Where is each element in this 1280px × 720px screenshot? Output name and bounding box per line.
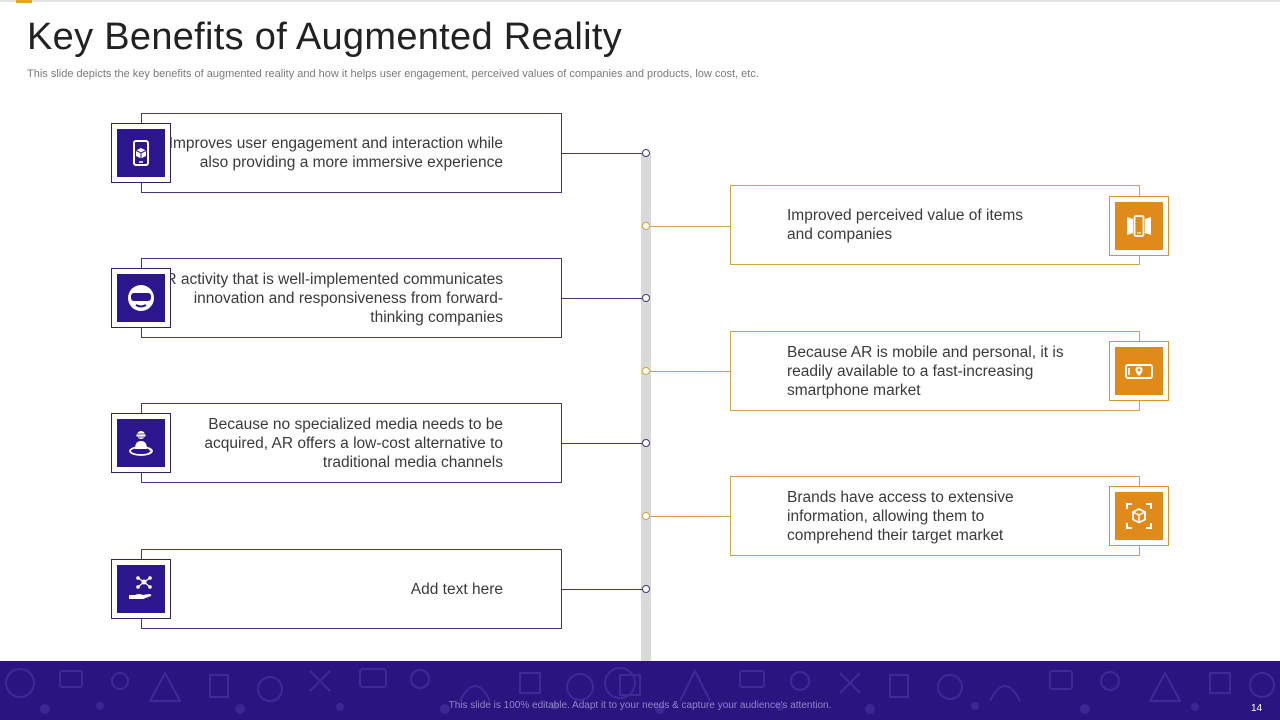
benefit-text: Improved perceived value of items and co… — [787, 207, 1024, 243]
connector-left-4 — [562, 589, 642, 590]
benefit-card-right-3[interactable]: Brands have access to extensive informat… — [730, 476, 1140, 556]
benefit-text: Improves user engagement and interaction… — [168, 135, 503, 171]
phone-location-icon — [1125, 364, 1153, 379]
timeline-dot-5 — [642, 439, 650, 447]
benefit-icon-box-left-4 — [111, 559, 171, 619]
hand-network-icon — [129, 576, 152, 599]
connector-right-3 — [650, 516, 730, 517]
page-number: 14 — [1251, 703, 1263, 714]
timeline-dot-2 — [642, 222, 650, 230]
benefit-icon-box-right-3 — [1109, 486, 1169, 546]
footer-note: This slide is 100% editable. Adapt it to… — [448, 700, 832, 711]
top-border-line — [0, 0, 1280, 2]
timeline-dot-7 — [642, 585, 650, 593]
benefit-icon-box-left-2 — [111, 268, 171, 328]
vr-headset-icon — [128, 285, 154, 311]
connector-right-2 — [650, 371, 730, 372]
benefit-text: Because AR is mobile and personal, it is… — [787, 343, 1064, 399]
timeline-dot-6 — [642, 512, 650, 520]
benefit-card-left-3[interactable]: Because no specialized media needs to be… — [141, 403, 562, 483]
benefit-icon-box-left-3 — [111, 413, 171, 473]
top-accent-bar — [16, 0, 32, 3]
benefit-icon-box-right-1 — [1109, 196, 1169, 256]
footer-band — [0, 661, 1280, 720]
benefit-text: Brands have access to extensive informat… — [787, 488, 1014, 544]
benefit-text: Add text here — [410, 580, 503, 598]
panorama-phone-icon — [1127, 215, 1151, 237]
benefit-icon-box-right-2 — [1109, 341, 1169, 401]
connector-right-1 — [650, 226, 730, 227]
benefit-icon-box-left-1 — [111, 123, 171, 183]
slide-subtitle: This slide depicts the key benefits of a… — [27, 68, 759, 80]
benefit-card-left-1[interactable]: Improves user engagement and interaction… — [141, 113, 562, 193]
ar-cube-icon — [1126, 503, 1152, 529]
slide-title: Key Benefits of Augmented Reality — [27, 16, 623, 58]
mobile-cube-icon — [133, 140, 149, 166]
benefit-card-right-2[interactable]: Because AR is mobile and personal, it is… — [730, 331, 1140, 411]
benefit-card-left-4[interactable]: Add text here — [141, 549, 562, 629]
timeline-spine — [641, 153, 651, 663]
timeline-dot-3 — [642, 294, 650, 302]
benefit-text: Because no specialized media needs to be… — [204, 415, 503, 471]
vr-user-icon — [129, 431, 153, 456]
benefit-card-left-2[interactable]: AR activity that is well-implemented com… — [141, 258, 562, 338]
connector-left-3 — [562, 443, 642, 444]
connector-left-2 — [562, 298, 642, 299]
connector-left-1 — [562, 153, 642, 154]
benefit-text: AR activity that is well-implemented com… — [154, 270, 503, 326]
footer-icon-pattern — [5, 667, 1275, 714]
timeline-dot-1 — [642, 149, 650, 157]
benefit-card-right-1[interactable]: Improved perceived value of items and co… — [730, 185, 1140, 265]
timeline-dot-4 — [642, 367, 650, 375]
